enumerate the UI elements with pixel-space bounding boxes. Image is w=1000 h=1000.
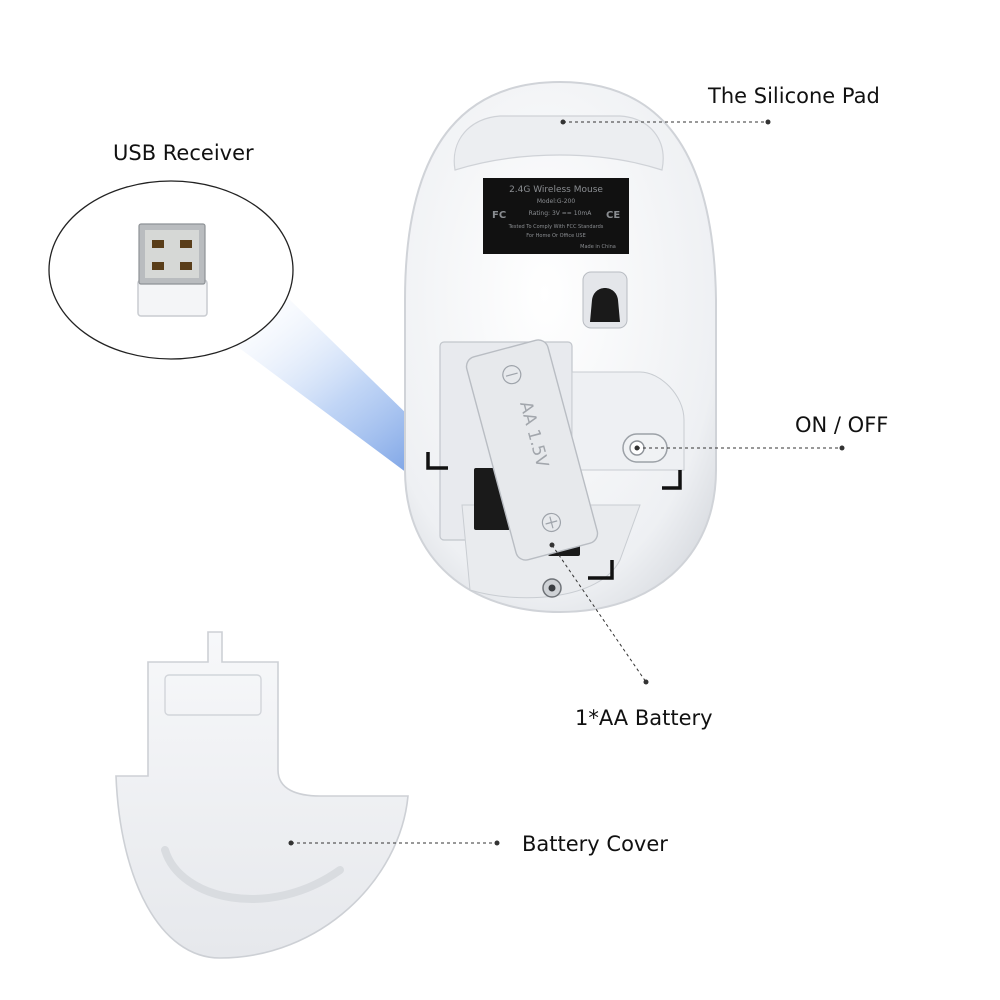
silicone-pad-top: [453, 115, 664, 171]
leader-lines: [291, 121, 842, 844]
sticker-line-2: Model:G-200: [537, 198, 575, 205]
sticker-line-1: 2.4G Wireless Mouse: [509, 185, 603, 195]
battery-label: 1*AA Battery: [575, 706, 713, 730]
aa-battery: [465, 339, 599, 561]
sticker-line-5: For Home Or Office USE: [526, 233, 586, 239]
silicone-pad-label: The Silicone Pad: [708, 84, 880, 108]
usb-receiver-label: USB Receiver: [113, 141, 254, 165]
on-off-label: ON / OFF: [795, 413, 889, 437]
battery-cover-label: Battery Cover: [522, 832, 668, 856]
optical-sensor: [582, 271, 628, 329]
label-sticker: [483, 178, 629, 254]
fcc-logo: FC: [492, 210, 506, 221]
leader-dots: [288, 119, 845, 846]
ce-logo: CE: [606, 210, 620, 221]
usb-receiver-icon: [137, 223, 208, 317]
sticker-line-6: Made in China: [580, 244, 616, 250]
sticker-text: 2.4G Wireless Mouse Model:G-200 Rating: …: [508, 185, 616, 250]
battery-cover: [115, 631, 409, 959]
sticker-line-3: Rating: 3V == 10mA: [529, 210, 593, 217]
sticker-line-4: Tested To Comply With FCC Standards: [508, 224, 604, 230]
